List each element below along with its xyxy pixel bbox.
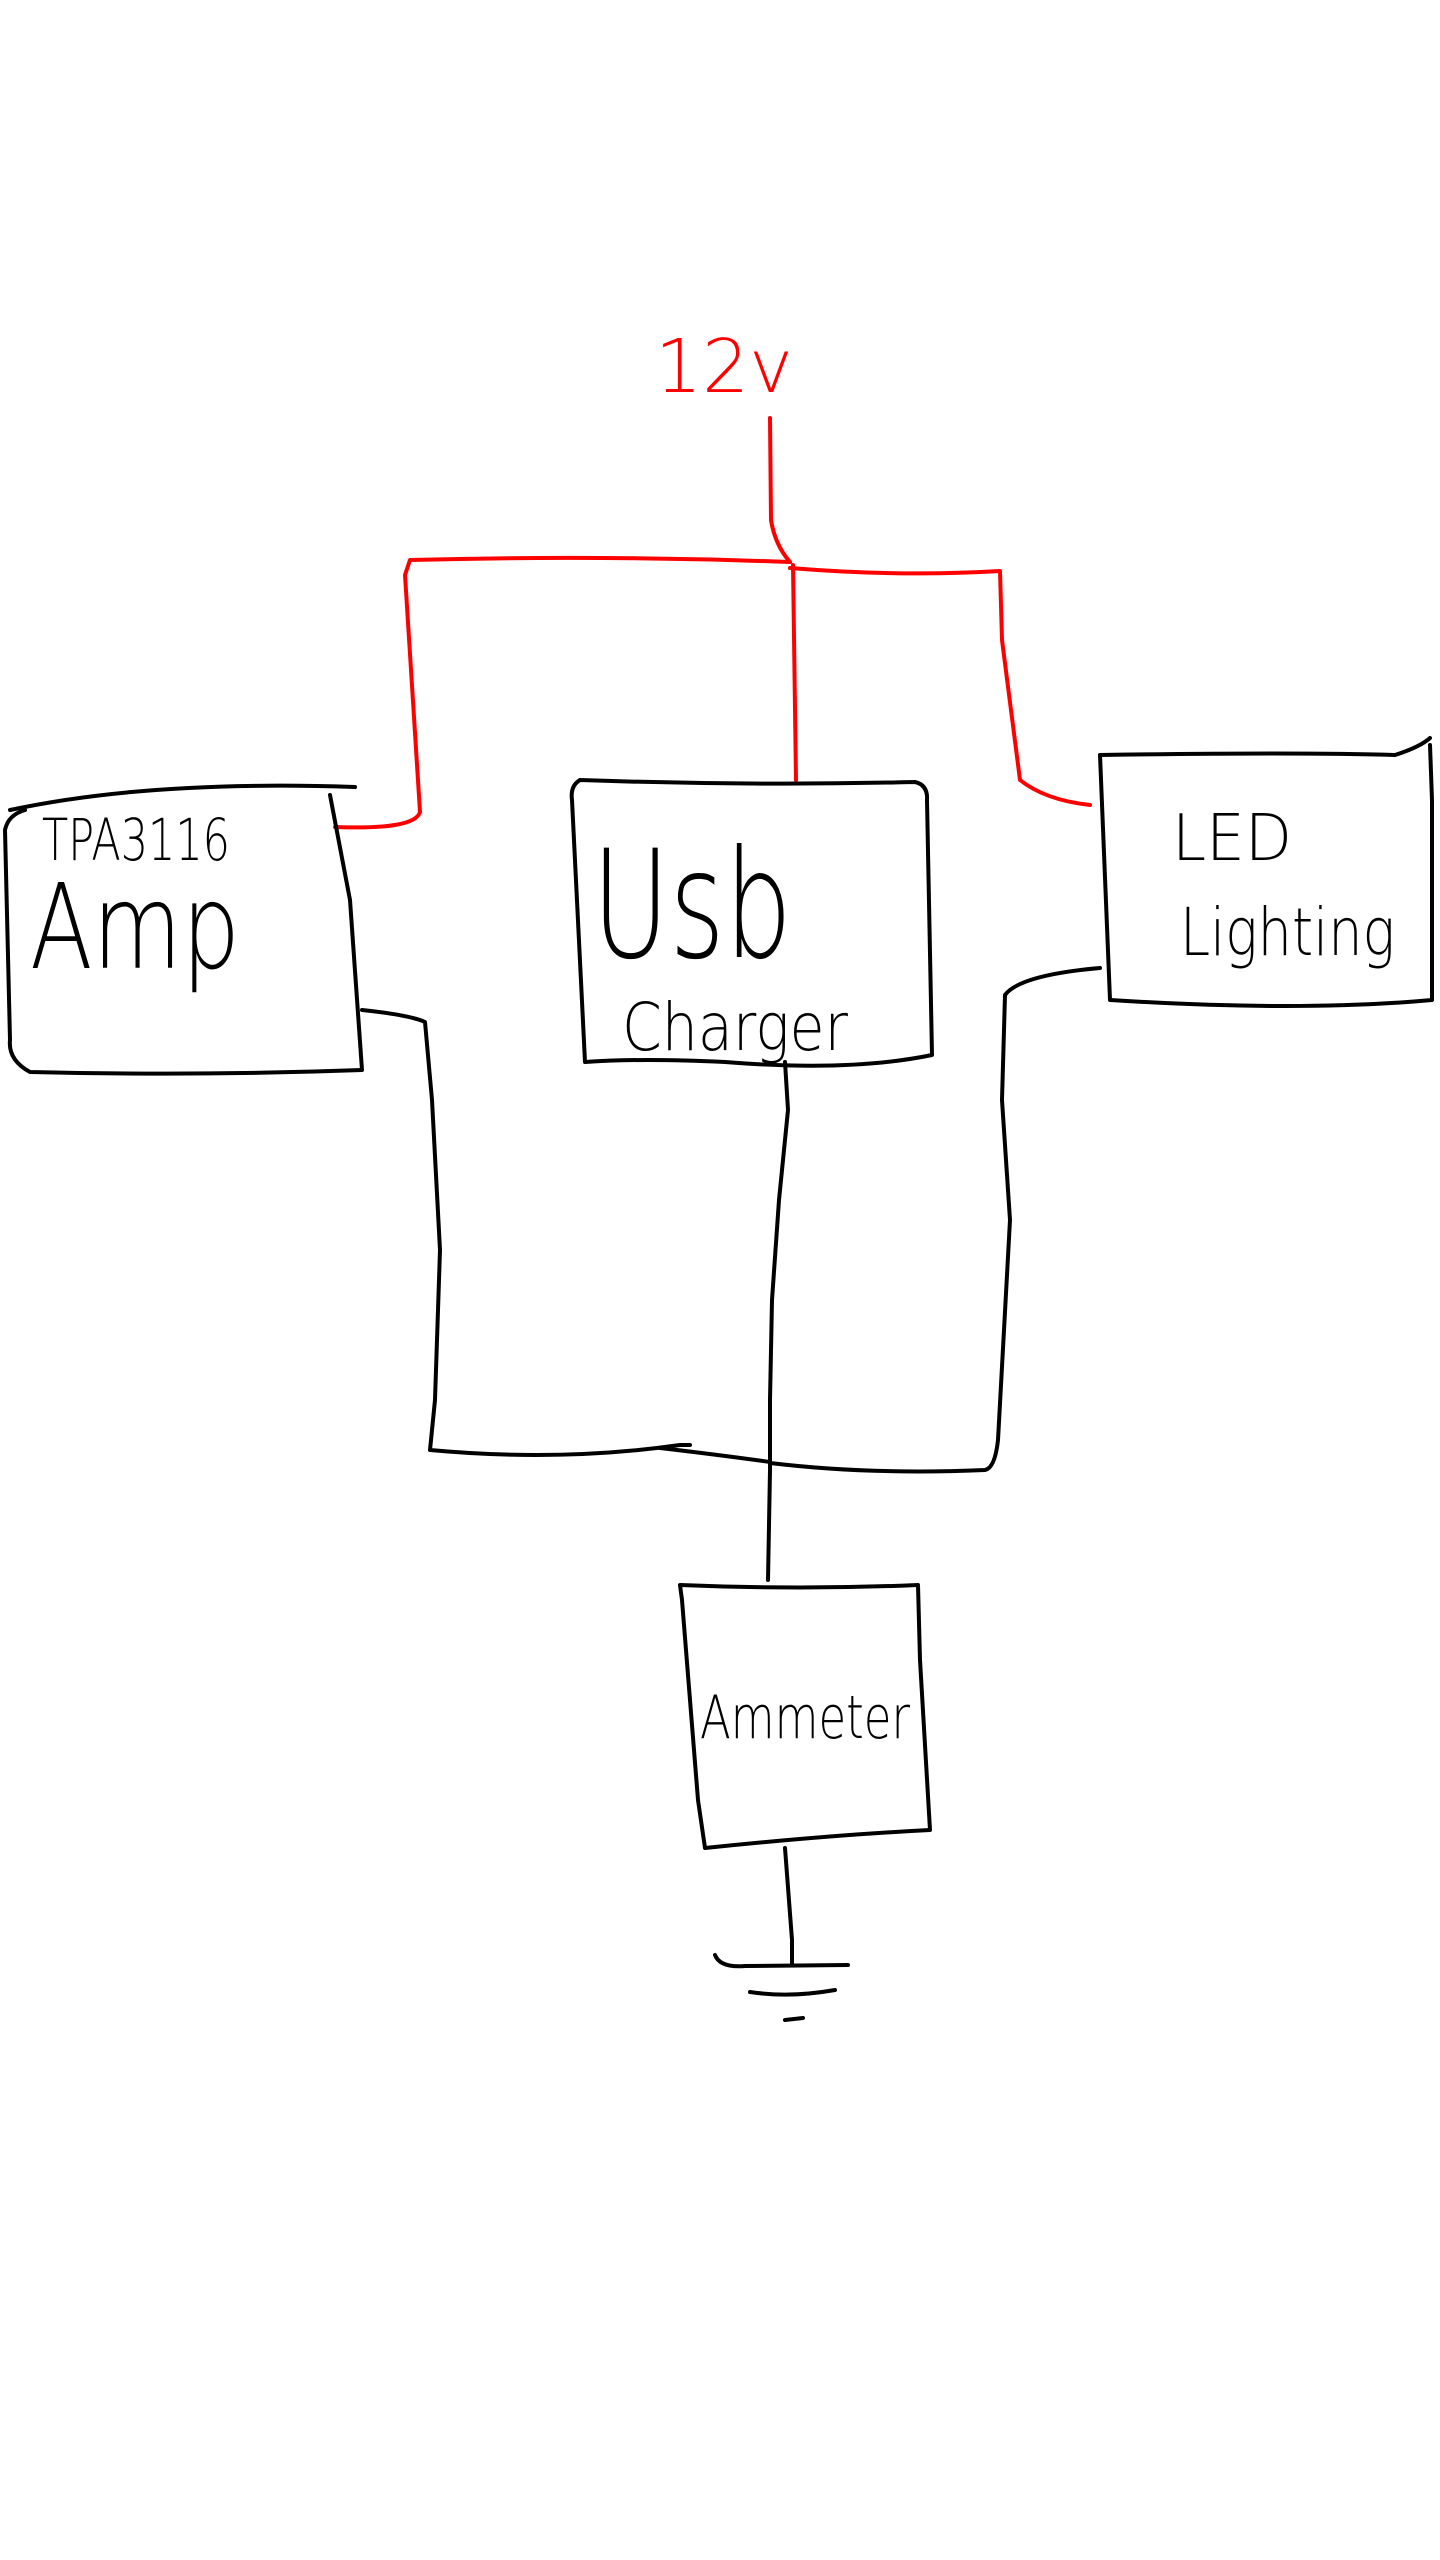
power-bus-left-wire xyxy=(333,555,792,830)
amp-label: Amp xyxy=(30,858,240,996)
ground-lead-wire xyxy=(783,1846,794,1967)
amp-model-label: TPA3116 xyxy=(42,806,230,874)
ammeter-label: Ammeter xyxy=(700,1683,910,1753)
power-bus-right-wire xyxy=(788,566,1092,807)
ground-icon xyxy=(713,1846,850,2022)
led-lighting-module: LED Lighting xyxy=(1098,736,1434,1008)
usb-return-wire xyxy=(768,1060,790,1472)
lighting-label: Lighting xyxy=(1180,894,1395,971)
return-wires xyxy=(360,966,1102,1582)
amp-return-wire xyxy=(360,1008,692,1457)
supply-voltage-label: 12v xyxy=(655,324,793,410)
ammeter-module: Ammeter xyxy=(678,1583,932,1850)
led-lighting-box xyxy=(1098,736,1434,1008)
power-usb-drop-wire xyxy=(791,563,798,782)
power-wires xyxy=(333,416,1092,830)
common-return-wire xyxy=(658,1446,772,1582)
supply-feed-wire xyxy=(768,416,792,564)
usb-charger-box xyxy=(569,778,934,1068)
usb-charger-module: Usb Charger xyxy=(569,778,934,1068)
usb-label: Usb xyxy=(592,819,792,993)
ammeter-box xyxy=(678,1583,932,1850)
amp-module: TPA3116 Amp xyxy=(3,783,364,1076)
charger-label: Charger xyxy=(622,989,849,1066)
ground-bar-1 xyxy=(713,1953,850,1969)
led-return-wire xyxy=(768,966,1102,1474)
led-label: LED xyxy=(1172,802,1292,876)
amp-box xyxy=(3,783,364,1076)
ground-bar-3 xyxy=(783,2016,805,2022)
ground-bar-2 xyxy=(748,1988,837,1997)
